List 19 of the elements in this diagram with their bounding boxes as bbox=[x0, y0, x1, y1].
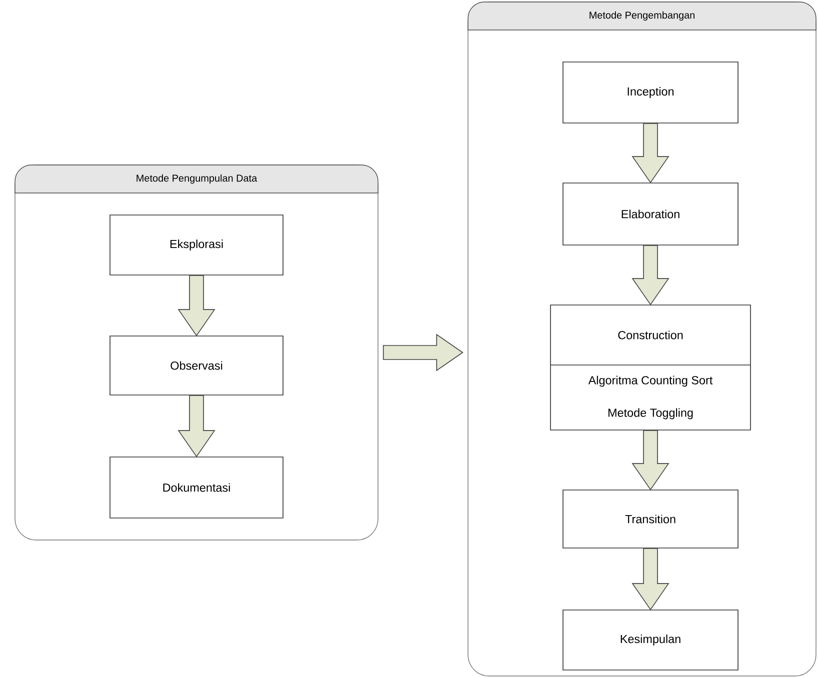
block-arrow bbox=[178, 395, 216, 458]
process-box: Dokumentasi bbox=[110, 456, 284, 518]
heading-text: Metode Pengumpulan Data bbox=[136, 174, 258, 184]
block-arrow bbox=[632, 430, 670, 490]
process-box: Inception bbox=[562, 62, 738, 124]
block-arrow bbox=[632, 123, 670, 184]
process-box: Kesimpulan bbox=[562, 610, 738, 670]
process-box: Transition bbox=[562, 490, 738, 548]
block-arrow bbox=[632, 245, 670, 306]
process-box: Observasi bbox=[110, 336, 284, 396]
block-arrow bbox=[178, 275, 216, 336]
process-box: Eksplorasi bbox=[110, 214, 284, 276]
process-box: Elaboration bbox=[562, 182, 738, 246]
heading-text: Metode Pengembangan bbox=[590, 11, 694, 21]
box-text: Algoritma Counting Sort bbox=[588, 376, 713, 387]
block-arrow bbox=[382, 334, 464, 372]
block-arrow bbox=[632, 548, 670, 610]
box-heading: Construction bbox=[618, 330, 683, 340]
box-text: Metode Toggling bbox=[608, 408, 693, 420]
